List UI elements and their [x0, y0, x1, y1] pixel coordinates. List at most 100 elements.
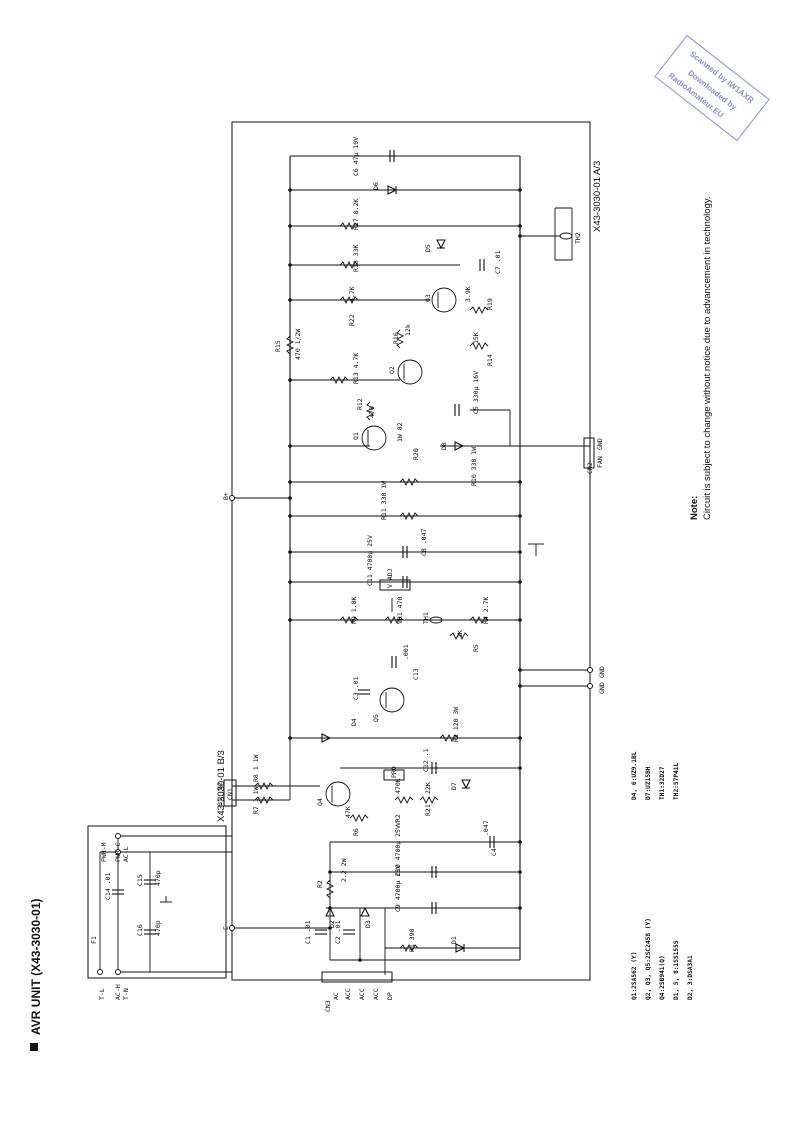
vr2-label: VR2	[394, 814, 402, 826]
cn2-pin-fan: FAN	[596, 456, 604, 468]
r9-label: R9 1.8K	[350, 597, 358, 624]
capacitor-symbols	[112, 150, 495, 935]
q4-label: Q4	[316, 798, 324, 806]
parts-list-item: D7:UZ15BH	[645, 766, 652, 800]
r16v-label: 12k	[404, 324, 412, 336]
resistor-symbols	[254, 221, 489, 953]
cn2-label: CN2	[586, 462, 594, 474]
c5-label: C5 330μ 16V	[472, 371, 480, 414]
vadj-label: V ADJ	[386, 568, 394, 588]
c13-label: C13	[412, 668, 420, 680]
board-b-id: X43-3030-01 B/3	[216, 750, 227, 822]
cn3-pin-acc3: ACC	[372, 988, 380, 1000]
r21v-label: 22K	[424, 782, 432, 794]
q2-label: Q2	[388, 366, 396, 374]
board-a-outline	[231, 121, 591, 981]
c16-label: C16	[136, 924, 144, 936]
cn1-label: CN1	[226, 788, 234, 800]
board-a-id: X43-3030-01 A/3	[592, 161, 603, 232]
c4v-label: .047	[482, 820, 490, 836]
c11-label: C11 4700μ 25V	[366, 535, 374, 586]
r8-label: R8 1 1W	[252, 755, 260, 782]
cn1-connector	[223, 779, 237, 807]
board-b-outline	[87, 825, 227, 979]
gnd2-label: GND	[598, 682, 606, 694]
labels: CN2 FAN GND CN1 B1 B2 CN3 AC ACC ACC ACC…	[90, 137, 606, 1012]
r21-label: R21	[424, 804, 432, 816]
r1-label: R1 390	[408, 928, 416, 952]
r10-label: R10 330 1W	[470, 447, 478, 486]
junction-dots	[116, 188, 522, 974]
q1-label: Q1	[352, 432, 360, 440]
vr1-label: VR1 470	[396, 597, 404, 624]
parts-list-item: TH1:32D27	[659, 766, 666, 800]
q3-label: Q3	[424, 294, 432, 302]
r6v-label: 47K	[344, 806, 352, 818]
d1-label: D1	[450, 936, 458, 944]
parts-list-item: Q4:2SB941(Q)	[659, 955, 666, 1000]
r11-label: R11 330 1W	[380, 481, 388, 520]
c10-label: C10 4700μ 25V	[394, 825, 402, 876]
r7-label: R7 1 1W	[252, 787, 260, 814]
ac-h-label: AC-H	[114, 984, 122, 1000]
r20v-label: 1W 82	[396, 422, 404, 442]
diode-symbols	[321, 185, 471, 953]
c1-label: C1 .01	[304, 920, 312, 944]
pwr-m-label: PWR-M	[100, 842, 108, 862]
cn1-pin-b2: B2	[216, 782, 224, 790]
th2-label: TH2	[574, 232, 582, 244]
r22v-label: 4.7K	[348, 286, 356, 302]
pro-box	[383, 769, 405, 781]
f1-label: F1	[90, 936, 98, 944]
r4-label: R4 2.7K	[482, 597, 490, 624]
c2-label: C2 .01	[334, 920, 342, 944]
cn3-pin-acc2: ACC	[358, 988, 366, 1000]
terminal-circles	[97, 495, 593, 975]
r14-label: R14	[486, 354, 494, 366]
q5-label: Q5	[372, 714, 380, 722]
cn3-connector	[321, 971, 393, 983]
parts-list-item: Q2, Q3, Q5:2SC2458 (Y)	[645, 918, 652, 1000]
parts-list: Q1:2SA562 (Y) Q2, Q3, Q5:2SC2458 (Y) Q4:…	[631, 751, 694, 1000]
r12-label: R12	[356, 398, 364, 410]
c7-label: C7 .01	[494, 250, 502, 274]
cn2-pin-gnd: GND	[596, 438, 604, 450]
b-plus-label: B+	[222, 492, 230, 500]
cn3-label: CN3	[324, 1000, 332, 1012]
d2-label: D2	[328, 920, 336, 928]
r19v-label: 3.9K	[464, 286, 472, 302]
c15-label: C15	[136, 874, 144, 886]
cn3-pin-ac: AC	[332, 992, 340, 1000]
d6-label: D6	[372, 182, 380, 190]
r13-label: R13 4.7K	[352, 353, 360, 384]
c9-label: C9 4700μ 25V	[394, 865, 402, 912]
d3-label: D3	[364, 920, 372, 928]
r18-label: R18 33K	[352, 245, 360, 272]
title-bullet	[30, 1043, 38, 1051]
c15v-label: 470p	[154, 870, 162, 886]
d4-label: D4	[350, 718, 358, 726]
r6-label: R6	[352, 828, 360, 836]
r22-label: R22	[348, 314, 356, 326]
r19-label: R19	[486, 298, 494, 310]
c13v-label: .001	[402, 644, 410, 660]
parts-list-item: Q1:2SA562 (Y)	[631, 952, 638, 1000]
c6-label: C6 47μ 10V	[352, 137, 360, 176]
pwr-c-label: PWR-C	[114, 842, 122, 862]
page-title: AVR UNIT (X43-3030-01)	[29, 899, 43, 1036]
parts-list-item: D1, 5, 8:1SS1555	[673, 940, 680, 1000]
e-label: E	[222, 926, 230, 930]
parts-list-item: TH2:57P41L	[673, 762, 680, 800]
r3-label: R3 120 3W	[452, 707, 460, 742]
cn3-pin-dp: DP	[386, 992, 394, 1000]
r16-label: R16	[392, 332, 400, 344]
r2v-label: 2.2 2W	[340, 858, 348, 882]
main-wiring	[99, 155, 590, 975]
gnd1-label: GND	[598, 666, 606, 678]
cn2-connector	[583, 437, 595, 469]
note-heading: Note:	[689, 496, 700, 520]
vr2v-label: 470K	[394, 778, 402, 794]
c16v-label: 470p	[154, 920, 162, 936]
cn3-pin-acc1: ACC	[344, 988, 352, 1000]
r15v-label: 470 1/2W	[294, 329, 302, 360]
